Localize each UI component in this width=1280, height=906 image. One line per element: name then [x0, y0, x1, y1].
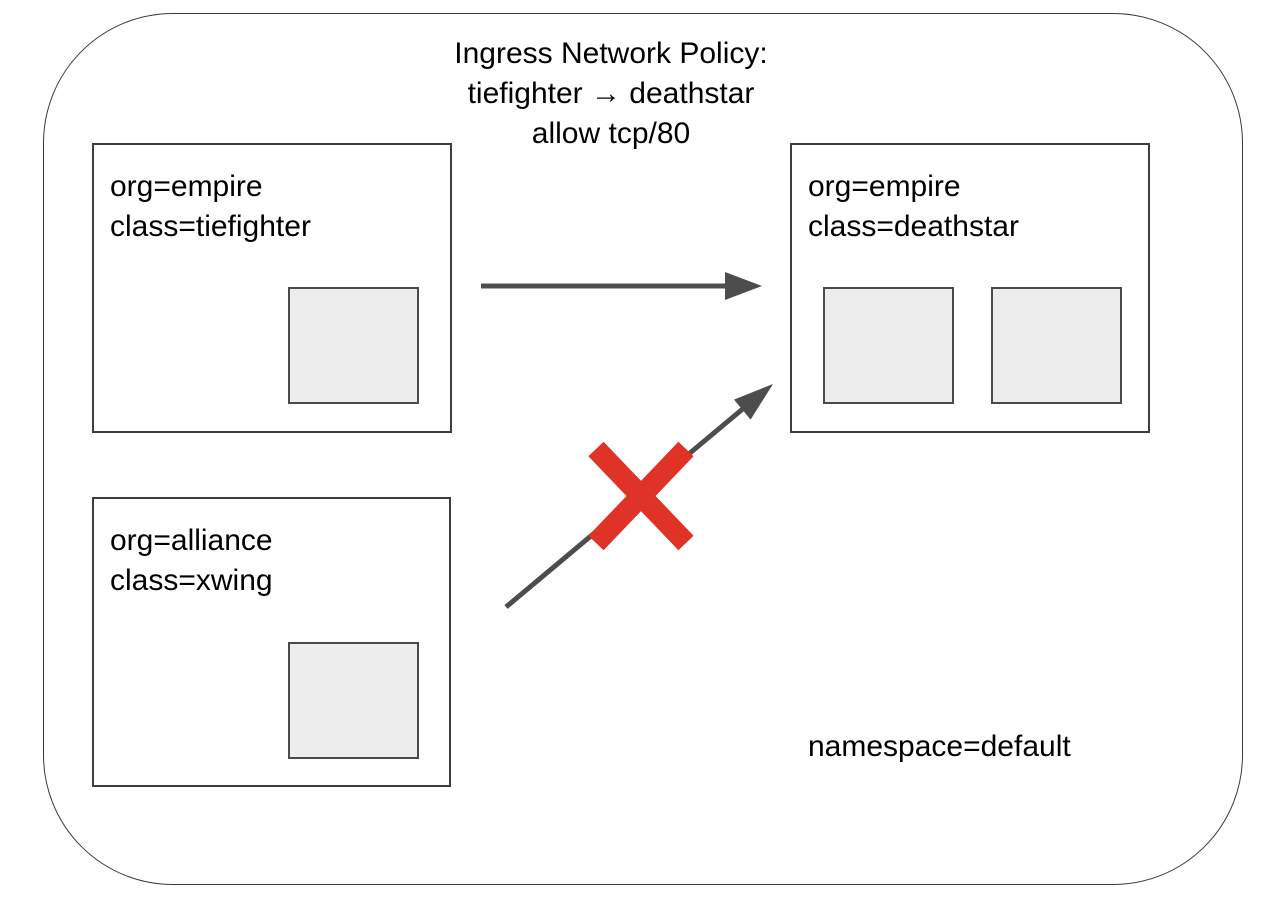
node-tiefighter-label: org=empire class=tiefighter — [110, 167, 311, 247]
node-tiefighter-class-label: class=tiefighter — [110, 210, 311, 243]
node-xwing-org-label: org=alliance — [110, 524, 273, 557]
pod-square-tiefighter — [288, 287, 419, 404]
node-xwing-class-label: class=xwing — [110, 564, 273, 597]
node-tiefighter: org=empire class=tiefighter — [92, 143, 452, 433]
node-xwing-label: org=alliance class=xwing — [110, 521, 273, 601]
namespace-label: namespace=default — [808, 730, 1071, 763]
policy-title-line-2: tiefighter → deathstar — [467, 77, 755, 110]
policy-title-line-1: Ingress Network Policy: — [454, 37, 768, 70]
node-xwing: org=alliance class=xwing — [92, 497, 451, 787]
policy-title: Ingress Network Policy: tiefighter → dea… — [381, 34, 841, 154]
node-deathstar-class-label: class=deathstar — [808, 210, 1019, 243]
node-deathstar: org=empire class=deathstar — [790, 143, 1150, 433]
node-deathstar-org-label: org=empire — [808, 170, 961, 203]
node-deathstar-label: org=empire class=deathstar — [808, 167, 1019, 247]
namespace-boundary — [43, 13, 1243, 885]
pod-square-deathstar-1 — [823, 287, 954, 404]
node-tiefighter-org-label: org=empire — [110, 170, 263, 203]
pod-square-xwing — [288, 642, 419, 759]
policy-title-line-3: allow tcp/80 — [531, 117, 691, 150]
pod-square-deathstar-2 — [991, 287, 1122, 404]
